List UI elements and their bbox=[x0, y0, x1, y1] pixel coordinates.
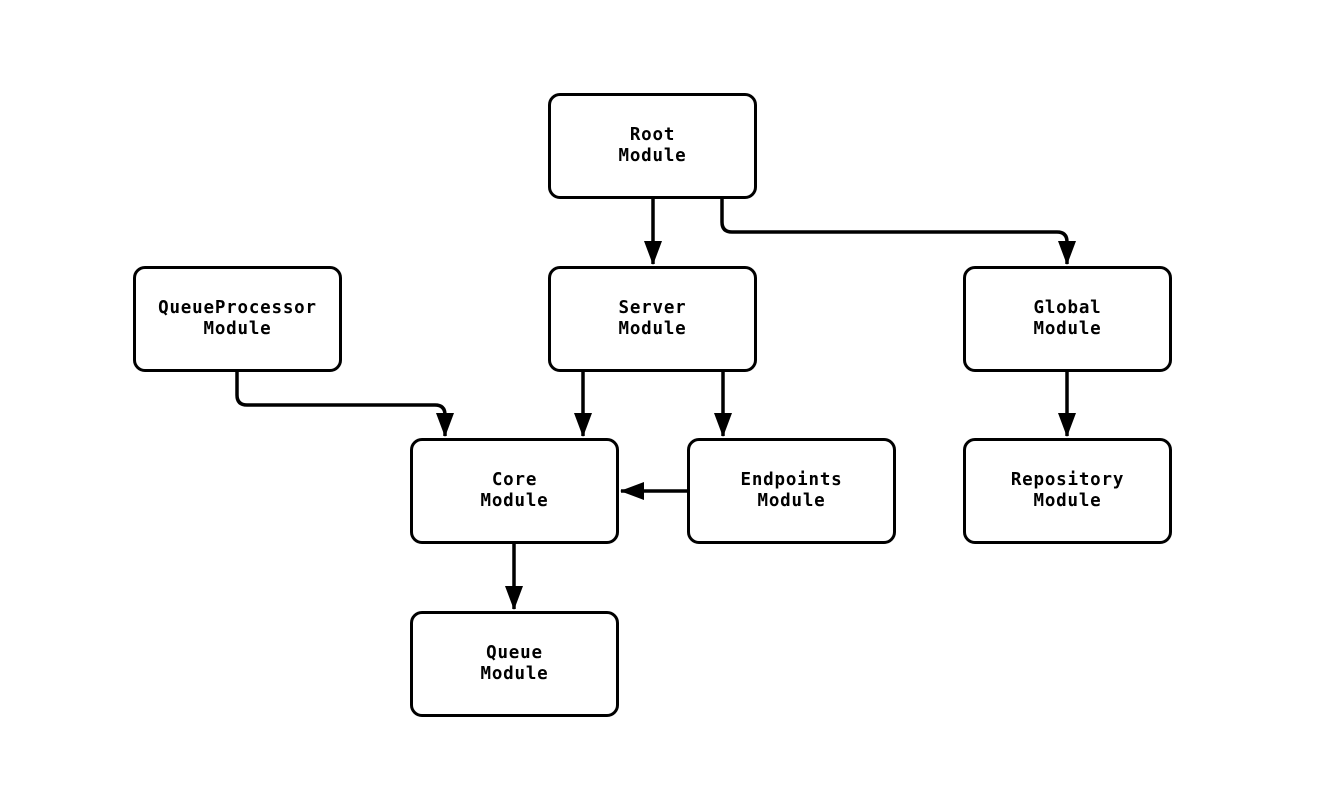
node-queueprocessor-module: QueueProcessor Module bbox=[133, 266, 342, 372]
node-queue-module: Queue Module bbox=[410, 611, 619, 717]
node-global-module: Global Module bbox=[963, 266, 1172, 372]
node-root-module: Root Module bbox=[548, 93, 757, 199]
node-repository-module: Repository Module bbox=[963, 438, 1172, 544]
node-endpoints-module: Endpoints Module bbox=[687, 438, 896, 544]
edge-queueprocessor-to-core bbox=[235, 371, 454, 437]
node-core-module: Core Module bbox=[410, 438, 619, 544]
node-server-module: Server Module bbox=[548, 266, 757, 372]
edge-root-to-global bbox=[720, 198, 1076, 265]
